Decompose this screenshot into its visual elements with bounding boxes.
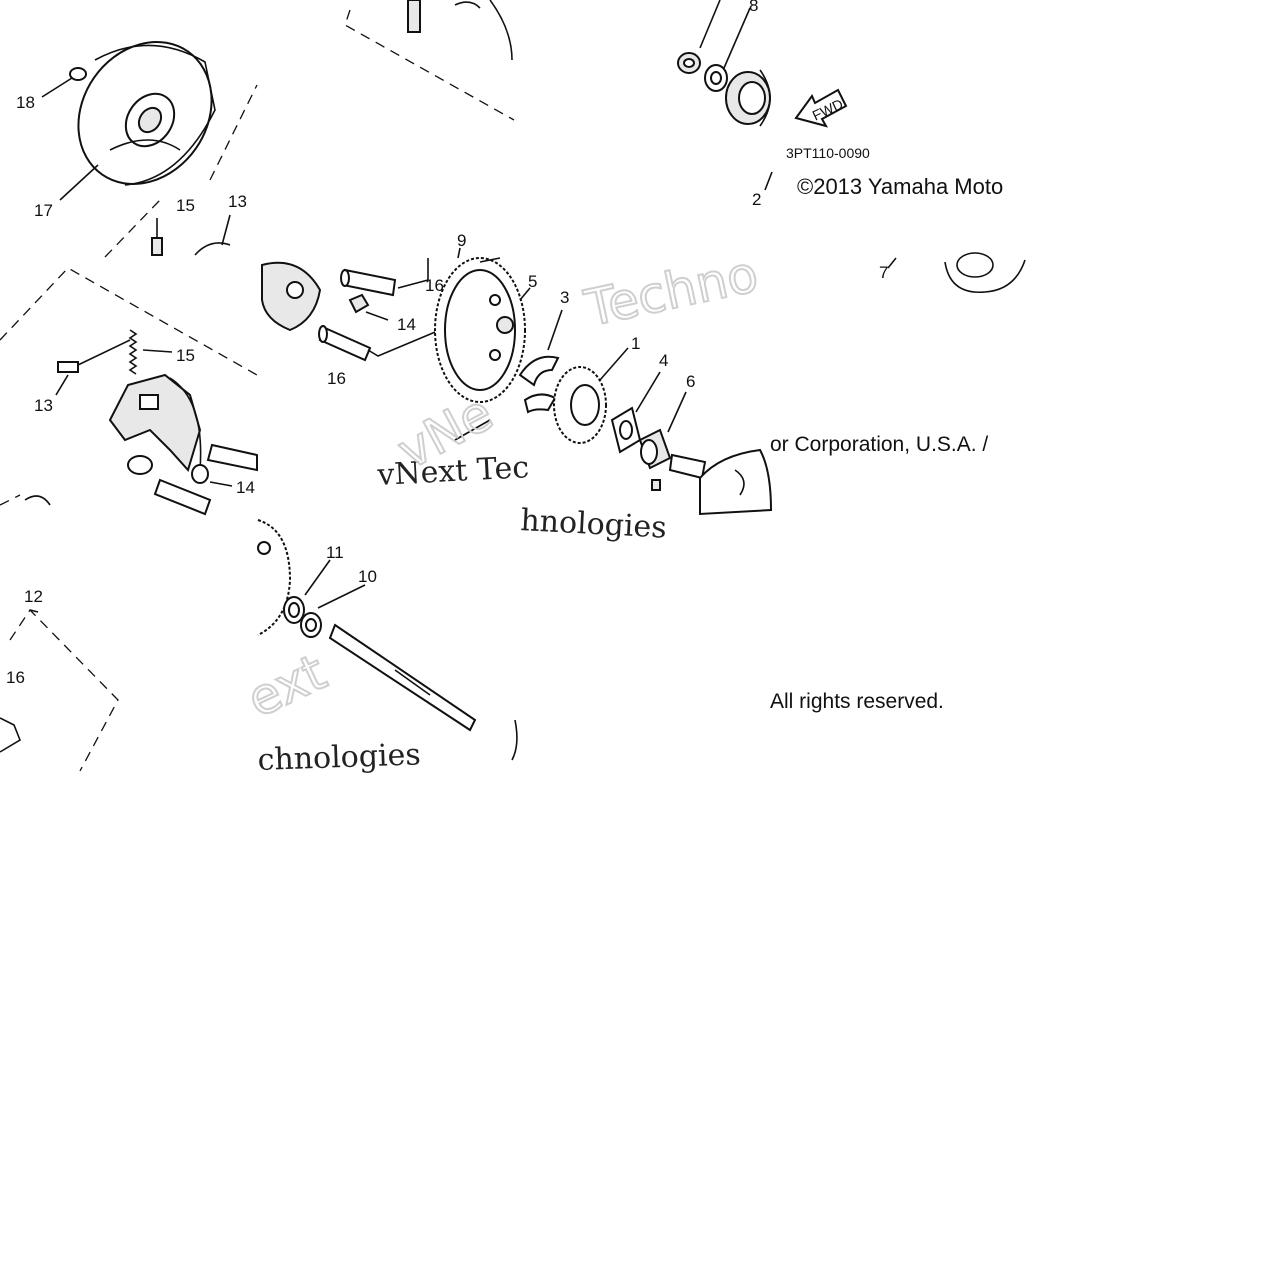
callout-7: 7 (879, 263, 888, 282)
small-gear-part (553, 366, 607, 444)
copyright-line-3: All rights reserved. (770, 690, 944, 713)
copyright-line-1: ©2013 Yamaha Moto (797, 174, 1003, 199)
clip-part (57, 361, 79, 373)
fwd-label: FWD (810, 96, 846, 124)
callout-14-left: 14 (236, 478, 255, 497)
clutch-shoe-part (108, 373, 202, 472)
callout-12: 12 (24, 587, 43, 606)
callout-16-bottom: 16 (6, 668, 25, 687)
callout-8: 8 (749, 0, 758, 15)
callout-17: 17 (34, 201, 53, 220)
copyright-line-2: or Corporation, U.S.A. / (770, 433, 988, 456)
circlip-part (69, 67, 87, 81)
watermark-chnologies: chnologies (257, 737, 421, 778)
callout-13-left: 13 (34, 396, 53, 415)
clutch-drum-part (77, 41, 216, 186)
watermark-techno: Techno (579, 245, 763, 338)
watermark-vnext: vNext Tec (376, 450, 530, 493)
callout-2: 2 (752, 190, 761, 209)
callout-11: 11 (326, 543, 344, 562)
callout-16-lower: 16 (327, 369, 346, 388)
pin-upper-part (340, 268, 397, 297)
callout-10: 10 (358, 567, 377, 586)
bushing-part (638, 428, 672, 470)
pin-lower-part (318, 325, 372, 362)
callout-14-center: 14 (397, 315, 416, 334)
clutch-assembly-part (261, 261, 322, 332)
callout-15: 15 (176, 196, 195, 215)
fwd-arrow-icon: FWD (794, 88, 848, 128)
callout-4: 4 (659, 351, 668, 370)
watermark-ext: ext (239, 643, 335, 729)
callout-13: 13 (228, 192, 247, 211)
callout-5: 5 (528, 272, 537, 291)
callout-1: 1 (631, 334, 640, 353)
callout-3: 3 (560, 288, 569, 307)
part-code: 3PT110-0090 (786, 145, 870, 161)
gear-segment-part (257, 519, 292, 636)
watermark-hnologies: hnologies (520, 503, 668, 546)
shaft-part (328, 623, 477, 732)
large-gear-part (434, 257, 526, 403)
spring-part (128, 329, 138, 375)
callout-16-upper: 16 (425, 276, 444, 295)
collar-part (518, 355, 560, 414)
washer-part (610, 406, 642, 454)
callout-15-left: 15 (176, 346, 195, 365)
callout-6: 6 (686, 372, 695, 391)
callout-18: 18 (16, 93, 35, 112)
callout-9: 9 (457, 231, 466, 250)
